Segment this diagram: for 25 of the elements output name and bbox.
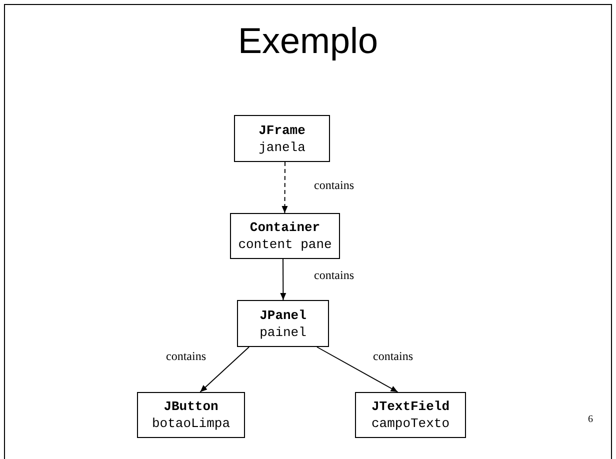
edge-label: contains (372, 349, 414, 363)
class-box (355, 392, 466, 438)
class-name: JButton (164, 398, 218, 415)
instance-name: campoTexto (371, 415, 450, 432)
edge-label: contains (165, 349, 207, 363)
page-number: 6 (588, 414, 593, 425)
class-name: JFrame (258, 122, 306, 138)
instance-name: botaoLimpa (152, 415, 230, 432)
class-name: JPanel (260, 306, 306, 324)
edge-label: contains (313, 178, 355, 192)
arrow (200, 346, 250, 392)
class-name: JTextField (371, 398, 450, 415)
instance-name: painel (260, 324, 306, 340)
arrow (280, 258, 286, 300)
class-box (234, 115, 330, 162)
instance-name: janela (258, 138, 306, 156)
class-box (237, 300, 329, 347)
instance-name: content pane (238, 236, 332, 253)
arrow (282, 162, 288, 214)
arrow (316, 346, 398, 392)
class-name: Container (250, 219, 320, 236)
class-box (137, 392, 245, 438)
edge-label: contains (313, 268, 355, 282)
class-box (230, 213, 340, 259)
slide-title: Exemplo (236, 20, 380, 62)
